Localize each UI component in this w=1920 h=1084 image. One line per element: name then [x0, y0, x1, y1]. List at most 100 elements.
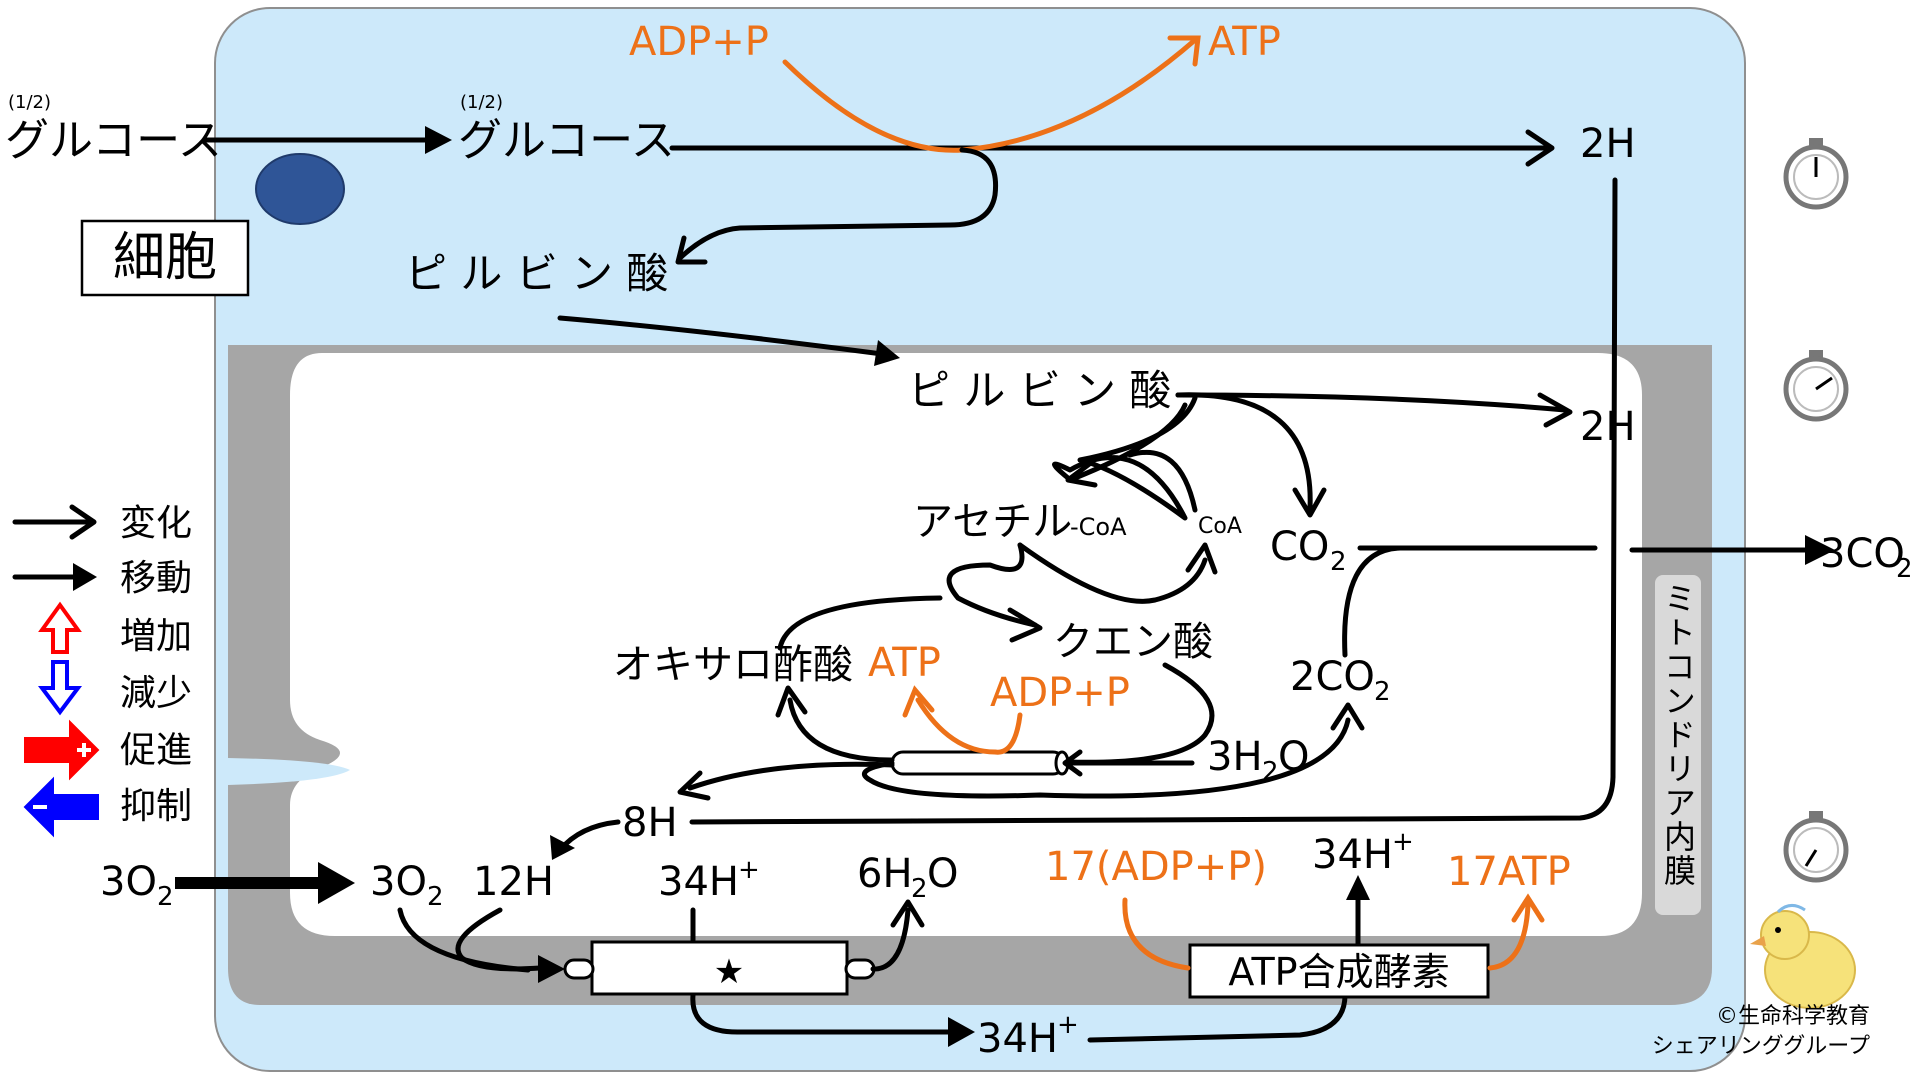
oxaloacetic: オキサロ酢酸 — [613, 642, 853, 688]
cycle-to-oxalo-line — [787, 697, 895, 763]
atp-17-curve — [1487, 902, 1531, 971]
co2-2: 2CO — [1290, 654, 1375, 700]
h8: 8H — [622, 800, 678, 846]
legend-plus-sign — [77, 743, 91, 757]
h34-right-sup: + — [1392, 827, 1414, 857]
synthase-to-h34-arrowhead — [1346, 875, 1370, 900]
co2-2-to-co2-line — [1342, 545, 1403, 658]
acetyl-to-coa-line — [1017, 542, 1208, 604]
atp-cycle-arrowhead — [902, 685, 935, 718]
o2-in-sub: 2 — [427, 882, 444, 912]
cycle-enzyme-arrowhead — [1062, 749, 1083, 777]
legend-label-increase: 増加 — [120, 616, 192, 657]
acetyl: アセチル — [913, 499, 1072, 545]
cell-label: 細胞 — [113, 228, 217, 288]
acetyl-coa-suffix: -CoA — [1070, 513, 1127, 541]
glucose-outside: グルコース — [5, 115, 222, 166]
atp-synthase: ATP合成酵素 — [1228, 950, 1449, 994]
coa: CoA — [1198, 514, 1242, 539]
pyruvate-transport-line — [557, 315, 893, 358]
glucose-inside: グルコース — [458, 115, 675, 166]
h34-upper-sup: + — [738, 855, 760, 885]
h2-mid: 2H — [1580, 404, 1636, 450]
h12: 12H — [473, 859, 554, 905]
pyruvate-transport-arrowhead — [874, 340, 900, 366]
inner-membrane-label: ミトコンドリア内膜 — [1659, 582, 1697, 888]
co2-exit-arrowhead — [1805, 535, 1835, 565]
adp-17-curve — [1122, 897, 1191, 971]
membrane-fold-gap — [228, 758, 350, 785]
chick-mascot — [1750, 904, 1856, 1009]
h2o-6-sub: 2 — [911, 874, 928, 904]
atp-synthase-box — [1188, 943, 1490, 999]
etc-left-cap — [563, 958, 595, 980]
co2-2-sub: 2 — [1374, 677, 1391, 707]
h2-vertical-line — [689, 177, 1618, 825]
chain-to-h2o-arrowhead — [890, 899, 925, 928]
co2-out: 3CO — [1820, 531, 1905, 577]
o2-in: 3O — [370, 859, 427, 905]
electron-transport-chain — [590, 940, 849, 996]
atp-top: ATP — [1208, 19, 1281, 65]
glucose-to-pyruvate-arrowhead — [675, 235, 708, 265]
legend-label-inhibit: 抑制 — [120, 786, 192, 827]
legend-label-decrease: 減少 — [120, 673, 192, 714]
legend-solid-arrow-icon — [73, 563, 97, 591]
glucose-inside-fraction: (1/2) — [460, 92, 503, 113]
oxalo-to-citric-line — [777, 595, 943, 651]
pyruvate-mito: ピ ル ビ ン 酸 — [908, 366, 1171, 415]
citric: クエン酸 — [1053, 619, 1213, 665]
h34-to-synthase-line — [1087, 992, 1348, 1043]
acetyl-to-citric-arrowhead — [1007, 607, 1043, 643]
pyruvate-to-acetyl-line — [1052, 395, 1198, 521]
legend-red-up-arrow-icon — [38, 601, 82, 654]
h34-upper: 34H — [658, 859, 739, 905]
o2-out-sub: 2 — [157, 882, 174, 912]
legend-label-change: 変化 — [120, 503, 192, 544]
pyruvate-to-co2-line — [1175, 392, 1313, 511]
glucose-to-pyruvate-line — [677, 147, 999, 261]
h8-to-12h-arrowhead — [550, 835, 575, 860]
cycle-to-8h-arrowhead — [677, 770, 711, 801]
chain-to-h2o-line — [870, 907, 911, 972]
etc-right-cap — [844, 958, 876, 980]
chain-input-arrowhead — [538, 955, 565, 983]
cycle-to-8h-line — [687, 761, 895, 791]
atp-cycle-curve — [915, 697, 1023, 755]
legend-red-plus-arrow-icon — [24, 719, 100, 781]
legend: 変化 移動 増加 減少 促進 抑制 — [12, 503, 192, 838]
adp-p-top: ADP+P — [629, 19, 769, 65]
h2o-3: 3H — [1207, 734, 1263, 780]
cell-label-box — [80, 219, 250, 297]
pyruvate-cytosol: ピ ル ビ ン 酸 — [405, 249, 668, 298]
atp-cycle: ATP — [868, 640, 941, 686]
o2-out: 3O — [100, 859, 157, 905]
acetyl-to-citric-line — [946, 542, 1038, 628]
glycolysis-2h-arrowhead — [1525, 129, 1555, 167]
cycle-to-co2-arrowhead — [1330, 702, 1365, 731]
credit-line2: シェアリンググループ — [1652, 1034, 1870, 1059]
stopwatch-icon — [1783, 138, 1849, 210]
co2-out-sub: 2 — [1896, 554, 1913, 584]
glucose-transport-arrowhead — [425, 126, 452, 154]
cell-organelle — [255, 153, 345, 225]
stopwatch-icon — [1783, 811, 1849, 883]
co2: CO — [1270, 524, 1329, 570]
pyruvate-to-2h-line — [1175, 392, 1568, 413]
cycle-enzyme-cylinder — [890, 750, 1066, 776]
legend-label-move: 移動 — [120, 558, 192, 599]
adp-p-cycle: ADP+P — [990, 670, 1130, 716]
atp-top-arrowhead — [1167, 35, 1201, 67]
h2o-6-o: O — [927, 851, 958, 897]
mitochondrion-matrix — [290, 353, 1642, 936]
coa-to-acetyl-curve — [1127, 449, 1198, 513]
legend-blue-down-arrow-icon — [38, 660, 82, 716]
h2-top: 2H — [1580, 121, 1636, 167]
acetyl-arrowhead — [1065, 459, 1098, 488]
glucose-outside-fraction: (1/2) — [8, 92, 51, 113]
adp-17: 17(ADP+P) — [1045, 844, 1267, 890]
credit-line1: ©生命科学教育 — [1716, 1004, 1870, 1029]
co2-sub: 2 — [1330, 547, 1347, 577]
